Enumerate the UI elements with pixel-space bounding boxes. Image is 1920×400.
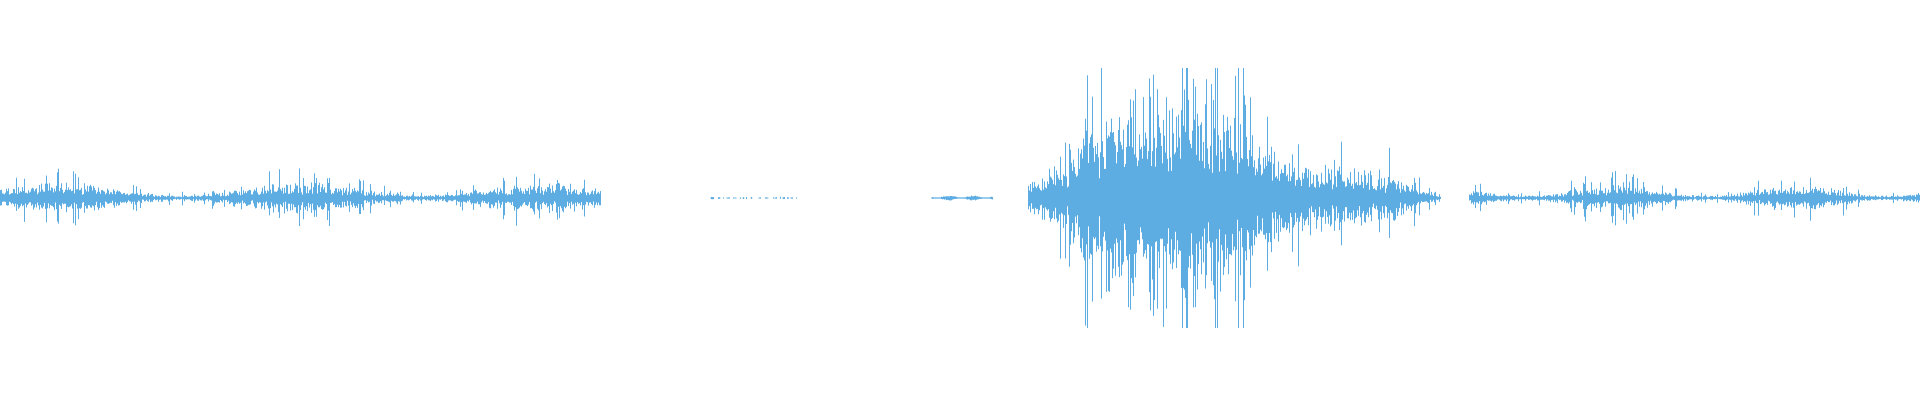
waveform-trace xyxy=(0,68,1920,328)
waveform-samples xyxy=(0,68,1920,328)
